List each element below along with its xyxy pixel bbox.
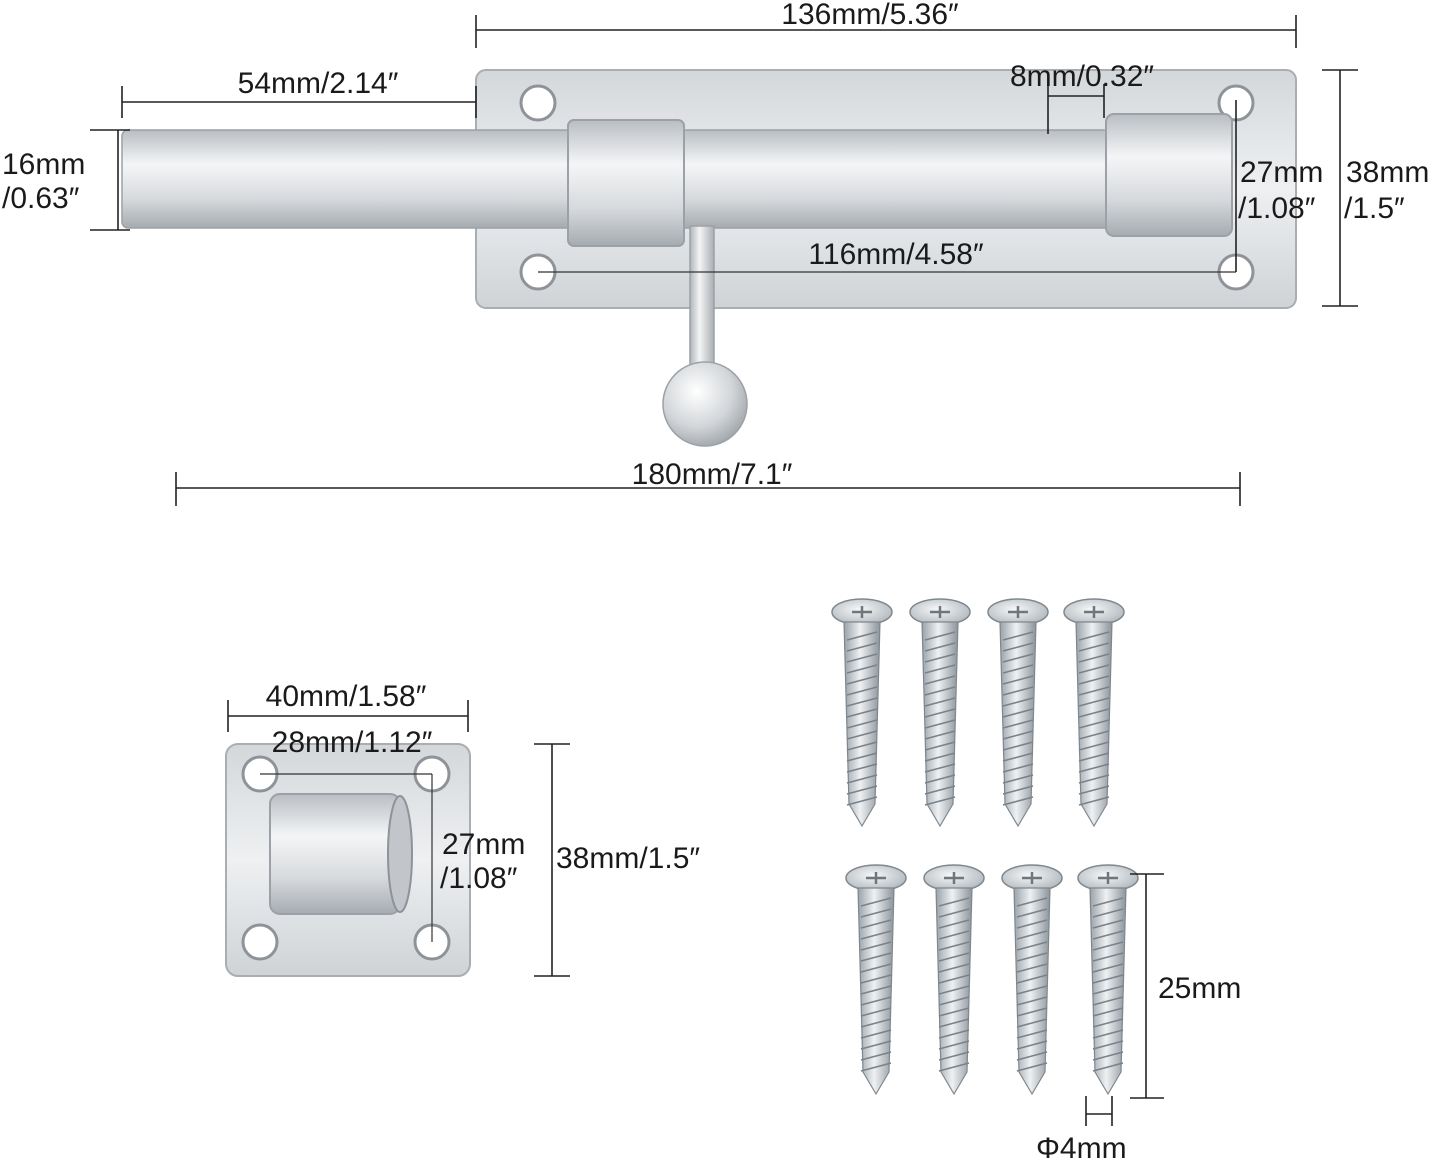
keeper-hole-vertical-in-label: /1.08″ [440,862,518,895]
keeper [225,743,471,977]
bolt-dimensions: 136mm/5.36″ 54mm/2.14″ 16mm /0.63″ 8mm/0… [2,0,1429,506]
bolt-diameter-in-label: /0.63″ [2,182,80,215]
screw [909,598,971,828]
keeper-hole-spacing-label: 28mm/1.12″ [272,726,433,759]
bolt-hole-horizontal-label: 116mm/4.58″ [808,238,984,271]
bolt-handle-knob [662,361,748,447]
bolt-diameter-mm-label: 16mm [2,148,85,181]
bolt-plate-height-in-label: /1.5″ [1344,192,1405,225]
keeper-dimensions: 40mm/1.58″ 28mm/1.12″ 27mm /1.08″ 38mm/1… [227,680,700,977]
bolt-hole-vertical-in-label: /1.08″ [1238,192,1316,225]
screw [1063,598,1125,828]
barrel-bolt [121,69,1297,447]
bolt-plate-length-label: 136mm/5.36″ [781,0,959,31]
bolt-end-sleeve [1105,113,1233,237]
screws [831,598,1139,1096]
screw [987,598,1049,828]
screw [923,864,985,1096]
keeper-sleeve-opening [387,795,413,913]
bolt-extension-label: 54mm/2.14″ [238,67,399,100]
screw [845,864,907,1096]
keeper-hole-vertical-mm-label: 27mm [442,828,525,861]
keeper-height-label: 38mm/1.5″ [556,842,700,875]
screw-dimensions: 25mm Φ4mm [1036,873,1241,1164]
bolt-hole-vertical-mm-label: 27mm [1240,156,1323,189]
screw [831,598,893,828]
bolt-gap-label: 8mm/0.32″ [1010,60,1154,93]
bolt-plate-height-mm-label: 38mm [1346,156,1429,189]
bolt-overall-length-label: 180mm/7.1″ [632,458,793,491]
bolt-guide-block [567,119,685,247]
screw-length-label: 25mm [1158,972,1241,1005]
keeper-sleeve [269,793,401,915]
screw-diameter-label: Φ4mm [1036,1132,1127,1164]
screw [1077,864,1139,1096]
keeper-width-label: 40mm/1.58″ [266,680,427,713]
screw [1001,864,1063,1096]
